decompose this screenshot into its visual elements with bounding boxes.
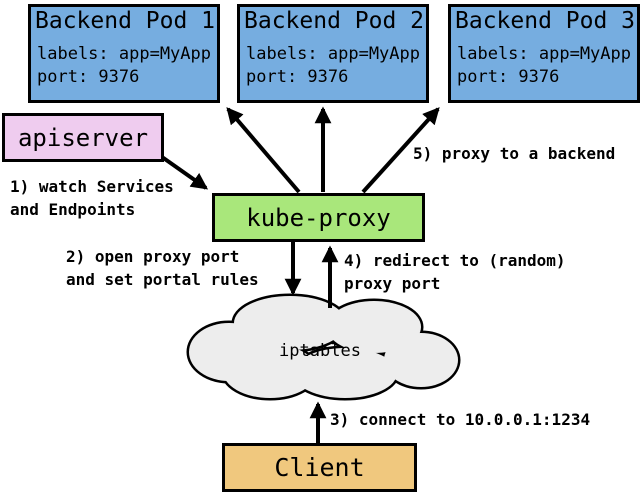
node-backend-pod-3: Backend Pod 3 labels: app=MyApp port: 93…: [448, 4, 640, 103]
pod-title: Backend Pod 1: [35, 8, 216, 34]
annotation-line: and Endpoints: [10, 200, 136, 219]
node-kube-proxy: kube-proxy: [212, 193, 425, 242]
annotation-step-3: 3) connect to 10.0.0.1:1234: [330, 408, 590, 431]
pod-title: Backend Pod 3: [455, 8, 636, 34]
annotation-line: 3) connect to 10.0.0.1:1234: [330, 410, 591, 429]
annotation-step-1: 1) watch Services and Endpoints: [10, 175, 174, 221]
apiserver-label: apiserver: [17, 123, 149, 152]
annotation-step-4: 4) redirect to (random) proxy port: [344, 249, 566, 295]
annotation-step-2: 2) open proxy port and set portal rules: [66, 245, 259, 291]
pod-labels: labels: app=MyApp: [457, 44, 631, 64]
client-label: Client: [274, 453, 365, 482]
node-backend-pod-1: Backend Pod 1 labels: app=MyApp port: 93…: [28, 4, 220, 103]
pod-port: port: 9376: [246, 67, 349, 87]
annotation-line: proxy port: [344, 274, 441, 293]
pod-port: port: 9376: [457, 67, 560, 87]
pod-labels: labels: app=MyApp: [37, 44, 211, 64]
kube-proxy-label: kube-proxy: [246, 203, 391, 232]
node-apiserver: apiserver: [2, 113, 164, 162]
annotation-line: 5) proxy to a backend: [413, 144, 616, 163]
iptables-label: iptables: [279, 341, 361, 361]
annotation-line: 4) redirect to (random): [344, 251, 566, 270]
annotation-line: and set portal rules: [66, 270, 259, 289]
arrow-kube-proxy-to-pod-1: [226, 107, 301, 194]
annotation-line: 2) open proxy port: [66, 247, 240, 266]
pod-port: port: 9376: [37, 67, 140, 87]
annotation-line: 1) watch Services: [10, 177, 174, 196]
node-client: Client: [222, 443, 417, 492]
node-backend-pod-2: Backend Pod 2 labels: app=MyApp port: 93…: [237, 4, 429, 103]
pod-title: Backend Pod 2: [244, 8, 425, 34]
pod-labels: labels: app=MyApp: [246, 44, 420, 64]
annotation-step-5: 5) proxy to a backend: [413, 142, 615, 165]
